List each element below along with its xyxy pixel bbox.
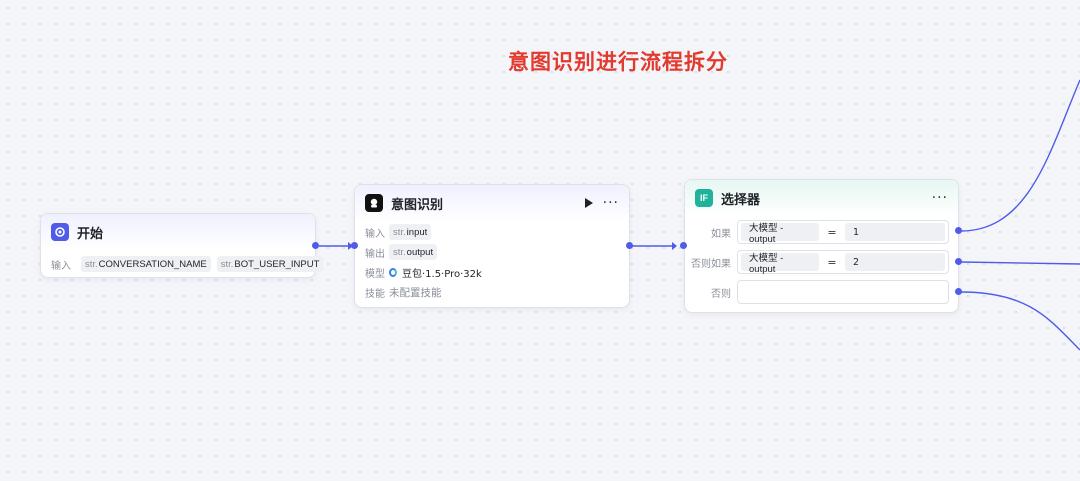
doubao-model-icon (389, 267, 397, 277)
start-input-row: 输入 str.CONVERSATION_NAME str.BOT_USER_IN… (41, 254, 324, 274)
if-output-port[interactable] (955, 227, 962, 234)
condition-operator[interactable]: = (827, 225, 837, 239)
condition-operator[interactable]: = (827, 255, 837, 269)
condition-label: 否则如果 (691, 258, 731, 270)
condition-left-operand[interactable]: 大模型 - output (741, 253, 819, 275)
condition-label: 如果 (711, 228, 731, 240)
arrowhead (672, 242, 677, 250)
edge-if-branch (960, 79, 1080, 232)
condition-left-operand[interactable]: 大模型 - output (741, 223, 819, 245)
edge-elseif-branch (960, 261, 1080, 265)
intent-input-port[interactable] (351, 242, 358, 249)
model-name: 豆包·1.5·Pro·32k (389, 265, 482, 280)
intent-output-port[interactable] (626, 242, 633, 249)
selector-input-port[interactable] (680, 242, 687, 249)
canvas-title: 意图识别进行流程拆分 (508, 50, 728, 74)
selector-node-header: IF 选择器 ··· (685, 180, 958, 216)
intent-skill-row: 技能 未配置技能 (355, 282, 629, 302)
selector-node-title: 选择器 (721, 192, 761, 208)
intent-model-row: 模型 豆包·1.5·Pro·32k (355, 262, 629, 282)
skill-value: 未配置技能 (389, 286, 442, 299)
start-icon (51, 223, 69, 241)
start-output-port[interactable] (312, 242, 319, 249)
start-node-header: 开始 (41, 214, 315, 250)
intent-output-label: 输出 (365, 248, 385, 260)
condition-box[interactable]: 大模型 - output = 1 (737, 220, 949, 245)
more-options-icon[interactable]: ··· (931, 190, 948, 206)
intent-node-header: 意图识别 ··· (355, 185, 629, 221)
start-input-label: 输入 (51, 260, 71, 272)
more-options-icon[interactable]: ··· (602, 195, 619, 211)
input-chip-bot-user-input: str.BOT_USER_INPUT (216, 256, 324, 272)
input-chip-conversation-name: str.CONVERSATION_NAME (81, 256, 211, 272)
selector-node[interactable]: IF 选择器 ··· 如果 大模型 - output = 1 否则如果 大模型 … (684, 179, 959, 313)
intent-skill-label: 技能 (365, 288, 385, 300)
start-node-title: 开始 (77, 226, 104, 242)
condition-box-empty[interactable] (737, 280, 949, 304)
start-node[interactable]: 开始 输入 str.CONVERSATION_NAME str.BOT_USER… (40, 213, 324, 278)
intent-input-row: 输入 str.input (355, 222, 629, 242)
condition-else-if[interactable]: 否则如果 大模型 - output = 2 (685, 250, 960, 275)
run-play-icon[interactable] (584, 198, 593, 208)
if-icon: IF (695, 189, 713, 207)
condition-right-operand[interactable]: 2 (845, 253, 945, 271)
condition-if[interactable]: 如果 大模型 - output = 1 (685, 220, 960, 245)
condition-label: 否则 (711, 288, 731, 300)
else-output-port[interactable] (955, 288, 962, 295)
intent-bot-icon (365, 194, 383, 212)
intent-output-chip: str.output (389, 244, 438, 260)
intent-output-row: 输出 str.output (355, 242, 629, 262)
condition-right-operand[interactable]: 1 (845, 223, 945, 241)
intent-node[interactable]: 意图识别 ··· 输入 str.input 输出 str.output 模型 豆… (354, 184, 630, 308)
intent-model-label: 模型 (365, 268, 385, 280)
intent-input-chip: str.input (389, 224, 432, 240)
intent-input-label: 输入 (365, 228, 385, 240)
else-if-output-port[interactable] (955, 258, 962, 265)
condition-else[interactable]: 否则 (685, 280, 960, 304)
condition-box[interactable]: 大模型 - output = 2 (737, 250, 949, 275)
intent-node-title: 意图识别 (391, 197, 444, 213)
edge-else-branch (960, 291, 1080, 351)
